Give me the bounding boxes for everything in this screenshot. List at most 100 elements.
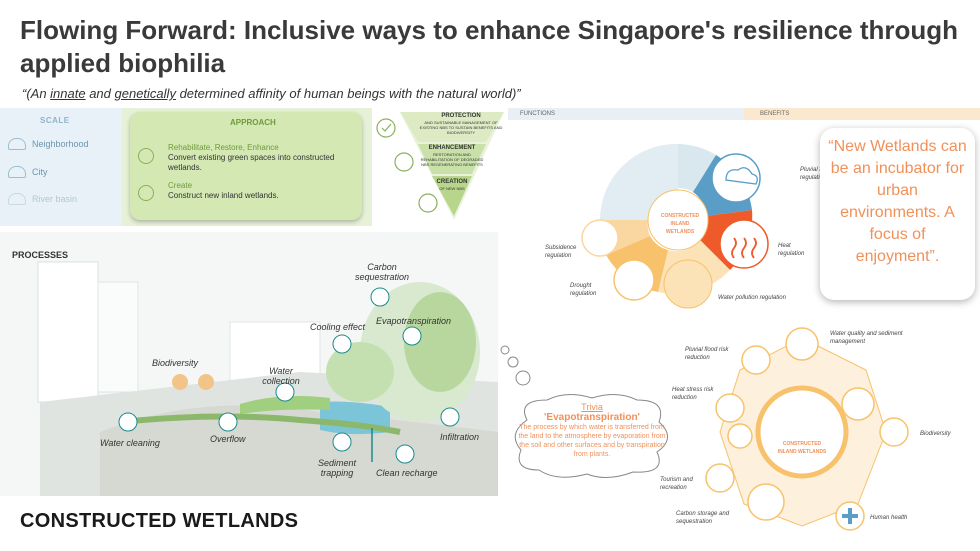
approach-item-title: Rehabilitate, Restore, Enhance [168, 143, 279, 152]
sediment-icon [332, 432, 352, 452]
page-title: Flowing Forward: Inclusive ways to enhan… [20, 15, 959, 78]
quote-open: “(An [22, 86, 51, 101]
pyramid-graphic [376, 112, 504, 220]
water-collection-icon [275, 382, 295, 402]
pyramid-enhancement-desc: RESTORATION AND REHABILITATION OF DEGRAD… [420, 152, 484, 167]
evapotranspiration-icon [402, 326, 422, 346]
tourism-icon [705, 463, 735, 493]
benefits-center: CONSTRUCTED INLAND WETLANDS [777, 441, 827, 455]
footer-title: CONSTRUCTED WETLANDS [20, 510, 299, 532]
carbon-icon [370, 287, 390, 307]
trivia-subtitle: 'Evapotranspiration' [544, 412, 640, 423]
benefit-label: Heat stress risk reduction [672, 387, 714, 401]
cloud-rain-icon [711, 153, 761, 203]
quote-word-genetically: genetically [114, 86, 176, 101]
definition-quote: “(An innate and genetically determined a… [22, 86, 521, 101]
restore-icon [138, 148, 154, 164]
functions-wheel [581, 143, 769, 309]
approach-item-desc: Convert existing green spaces into const… [168, 153, 335, 172]
function-label: Water pollution regulation [718, 295, 786, 301]
infiltration-icon [440, 407, 460, 427]
approach-card: APPROACH Rehabilitate, Restore, Enhance … [130, 112, 362, 220]
trivia-body: The process by which water is transferre… [518, 424, 666, 458]
functions-bar: FUNCTIONS [508, 108, 744, 120]
approach-item-desc: Construct new inland wetlands. [168, 191, 279, 200]
pyramid-creation: CREATION [436, 179, 468, 185]
process-label: Evapotranspiration [376, 316, 452, 326]
benefits-label: BENEFITS [760, 111, 790, 117]
scale-label: River basin [32, 194, 78, 204]
scale-item: Neighborhood [8, 138, 89, 150]
function-label: Heat regulation [778, 243, 805, 257]
create-icon [138, 185, 154, 201]
biodiversity-icon [879, 417, 909, 447]
benefit-label: Human health [870, 515, 908, 521]
thought-dots [500, 345, 531, 386]
process-label: Cooling effect [310, 322, 366, 332]
benefits-bar: BENEFITS [744, 108, 980, 120]
water-pollution-icon [663, 259, 713, 309]
scale-item: City [8, 166, 48, 178]
function-label: Pluvial flood regulation [800, 167, 833, 181]
neighborhood-icon [8, 138, 26, 150]
quote-word-innate: innate [50, 86, 86, 101]
cloud-shape [514, 394, 668, 478]
forest-icon [841, 387, 875, 421]
cooling-icon [332, 334, 352, 354]
benefit-label: Tourism and recreation [660, 477, 693, 491]
quote-mid: and [85, 86, 115, 101]
drought-icon [613, 259, 655, 301]
benefit-label: Pluvial flood risk reduction [685, 347, 729, 361]
process-label: Infiltration [440, 432, 480, 442]
process-label: Clean recharge [376, 468, 438, 478]
water-quality-icon [785, 327, 819, 361]
function-label: Subsidence regulation [545, 245, 577, 259]
trivia-title: Trivia [581, 402, 603, 412]
scale-label: Neighborhood [32, 139, 89, 149]
subsidence-icon [581, 219, 619, 257]
carbon-storage-icon [747, 483, 785, 521]
process-label: Overflow [210, 434, 246, 444]
quote-rest: determined affinity of human beings with… [175, 86, 521, 101]
cloud-rain-icon [741, 345, 771, 375]
functions-label: FUNCTIONS [520, 111, 555, 117]
processes-panel: PROCESSES Carbon sequestration Cooling e… [0, 232, 498, 496]
overflow-icon [218, 412, 238, 432]
scale-label: City [32, 167, 48, 177]
process-label: Water collection [262, 366, 300, 386]
approach-header: APPROACH [230, 118, 276, 127]
approach-item-title: Create [168, 181, 193, 190]
heat-icon [719, 219, 769, 269]
nbs-pyramid: PROTECTION AND SUSTAINABLE MANAGEMENT OF… [372, 108, 508, 226]
trivia-content: Trivia 'Evapotranspiration' The process … [517, 402, 667, 459]
process-label: Water cleaning [100, 438, 160, 448]
function-label: Drought regulation [570, 283, 597, 297]
process-label: Sediment trapping [317, 458, 357, 478]
city-icon [8, 166, 26, 178]
process-label: Biodiversity [152, 358, 199, 368]
benefit-label: Water quality and sediment management [830, 331, 903, 345]
wetland-illustration [0, 232, 498, 496]
bird-icon [198, 374, 214, 390]
pyramid-creation-desc: OF NEW NBS [439, 186, 465, 191]
pyramid-enhancement: ENHANCEMENT [428, 145, 476, 151]
benefit-label: Biodiversity [920, 431, 951, 437]
scale-header: SCALE [40, 116, 70, 125]
pyramid-protection-desc: AND SUSTAINABLE MANAGEMENT OF EXISTING N… [419, 120, 503, 135]
heat-stress-icon [715, 393, 745, 423]
process-label: Carbon sequestration [354, 262, 410, 282]
river-basin-icon [8, 193, 26, 205]
functions-center: CONSTRUCTED INLAND WETLANDS [660, 213, 700, 235]
water-cleaning-icon [118, 412, 138, 432]
processes-header: PROCESSES [12, 250, 69, 260]
benefits-wheel [705, 327, 909, 531]
wetlands-quote-text: “New Wetlands can be an incubator for ur… [828, 138, 967, 265]
scale-item: River basin [8, 193, 77, 205]
benefit-label: Carbon storage and sequestration [676, 511, 730, 525]
wetlands-quote-card: “New Wetlands can be an incubator for ur… [820, 128, 975, 300]
scale-panel: SCALE Neighborhood City River basin [0, 108, 122, 226]
pyramid-protection: PROTECTION [441, 113, 481, 119]
clean-recharge-icon [395, 444, 415, 464]
trivia-cloud: Trivia 'Evapotranspiration' The process … [507, 390, 677, 480]
butterfly-icon [172, 374, 188, 390]
